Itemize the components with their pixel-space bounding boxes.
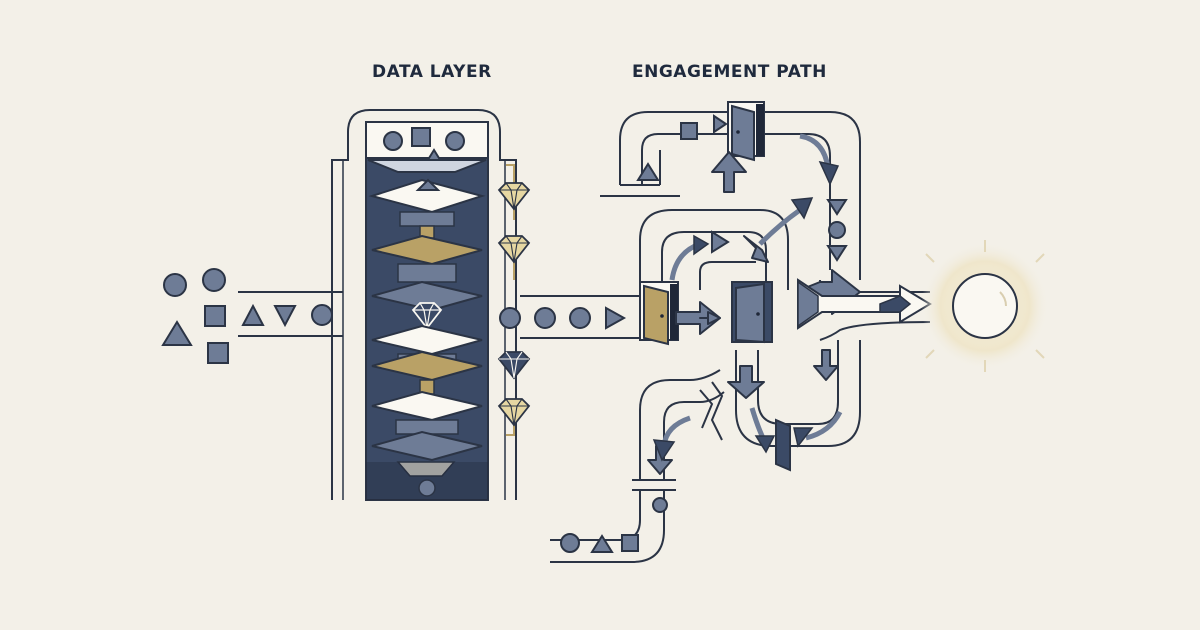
arrow-icon (727, 365, 765, 399)
circle-icon (828, 221, 846, 239)
circle-icon (534, 307, 556, 329)
triangle-icon (161, 320, 193, 346)
triangle-icon (590, 534, 614, 553)
circle-icon (499, 307, 521, 329)
arrow-icon (743, 235, 769, 263)
triangle-icon (711, 230, 730, 254)
circle-icon (418, 479, 436, 497)
input-conveyor-items (241, 303, 333, 328)
middle-conveyor-items (499, 306, 627, 330)
diamond-icon (497, 235, 531, 264)
circle-icon (311, 304, 333, 326)
door-icon (639, 281, 679, 346)
diamond-icon (411, 302, 443, 330)
triangle-icon (415, 178, 441, 191)
square-icon (621, 534, 639, 552)
triangle-icon (605, 306, 627, 330)
arrow-icon (699, 311, 721, 325)
circle-icon (445, 131, 465, 151)
diamond-icon (497, 182, 531, 211)
data-layer-title: DATA LAYER (372, 62, 492, 82)
output-diamonds (497, 182, 531, 427)
input-shapes (161, 268, 229, 364)
engagement-path-title: ENGAGEMENT PATH (632, 62, 827, 82)
door-icon (731, 281, 773, 344)
triangle-icon (826, 199, 848, 216)
door-icon (775, 418, 791, 472)
arrow-heads (652, 160, 840, 462)
square-icon (207, 342, 229, 364)
circle-icon (560, 533, 580, 553)
circle-icon (202, 268, 226, 292)
square-icon (680, 122, 698, 140)
circle-icon (569, 307, 591, 329)
square-icon (204, 305, 226, 327)
arrow-icon (675, 301, 721, 335)
middle-conveyor (520, 295, 640, 339)
circle-icon (652, 497, 668, 513)
diamond-icon (497, 398, 531, 427)
engagement-items (560, 114, 848, 553)
triangle-icon (273, 305, 297, 328)
circle-icon (163, 273, 187, 297)
arrow-icon (813, 349, 839, 381)
triangle-icon (241, 303, 265, 326)
diamond-icon (497, 351, 531, 380)
triangle-icon (826, 245, 848, 262)
input-conveyor (238, 291, 343, 337)
square-icon (411, 127, 431, 147)
triangle-icon (636, 162, 660, 181)
data-layer-tower (331, 109, 517, 501)
output-arrow (797, 278, 932, 330)
triangle-icon (713, 114, 728, 134)
circle-icon (383, 131, 403, 151)
door-icon (727, 101, 765, 162)
glow-bulb-icon (921, 240, 1049, 372)
arrow-icon (711, 151, 747, 193)
